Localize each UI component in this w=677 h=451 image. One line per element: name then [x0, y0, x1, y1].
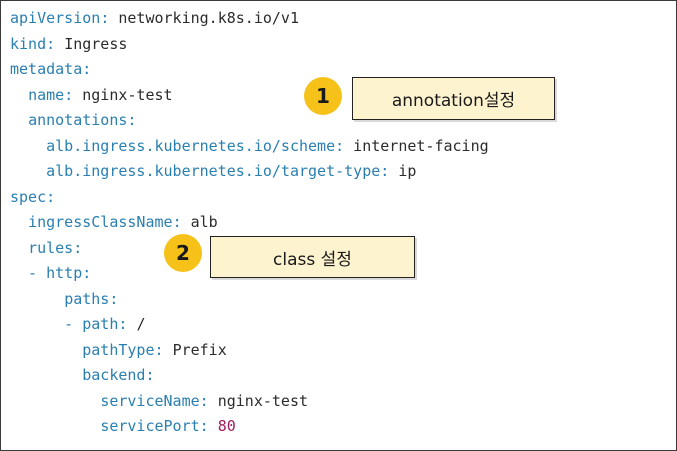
line-indent [10, 111, 28, 129]
yaml-key: ingressClassName [28, 213, 173, 231]
yaml-key: apiVersion [10, 9, 101, 27]
yaml-value: ip [398, 162, 417, 180]
yaml-key: alb.ingress.kubernetes.io/scheme [46, 136, 336, 155]
line-indent [10, 213, 28, 231]
yaml-value: Ingress [64, 34, 128, 53]
yaml-value: 80 [217, 417, 236, 435]
yaml-colon: : [145, 366, 155, 384]
code-line: pathType: Prefix [10, 338, 489, 364]
yaml-value: nginx-test [82, 85, 173, 104]
yaml-key: serviceName [100, 391, 200, 410]
line-indent [10, 341, 82, 359]
badge-number: 2 [176, 241, 190, 265]
yaml-colon: : [46, 34, 56, 53]
yaml-colon: : [154, 340, 164, 359]
line-indent [10, 366, 82, 384]
yaml-colon: : [335, 136, 345, 155]
yaml-key: name [28, 85, 65, 104]
code-line: alb.ingress.kubernetes.io/target-type: i… [10, 159, 489, 185]
code-line: spec: [10, 185, 489, 211]
code-line: kind: Ingress [10, 32, 489, 58]
yaml-colon: : [64, 85, 74, 104]
yaml-colon: : [127, 111, 137, 129]
yaml-key: kind [10, 34, 47, 53]
badge-number: 1 [316, 84, 330, 108]
yaml-value: alb [190, 213, 218, 231]
yaml-key: pathType [82, 340, 155, 359]
yaml-value: nginx-test [217, 391, 309, 410]
annotation-callout: annotation설정 [352, 77, 555, 137]
line-indent [10, 290, 64, 308]
yaml-colon: : [82, 60, 92, 78]
code-line: metadata: [10, 57, 489, 83]
callout-text: annotation설정 [391, 91, 516, 111]
callout-number-badge-1: 1 [304, 77, 342, 115]
line-indent [10, 417, 100, 435]
yaml-key: rules [28, 238, 74, 257]
code-line: serviceName: nginx-test [10, 389, 489, 415]
code-line: backend: [10, 363, 489, 389]
code-line: rules: [10, 236, 489, 262]
code-line: apiVersion: networking.k8s.io/v1 [10, 6, 489, 32]
yaml-key: servicePort [100, 417, 200, 435]
code-line: name: nginx-test [10, 83, 489, 109]
yaml-key: spec [10, 187, 47, 206]
yaml-key: path [82, 315, 119, 333]
line-indent: - [10, 315, 83, 333]
yaml-key: paths [64, 289, 110, 308]
line-indent [10, 137, 46, 155]
yaml-value: internet-facing [353, 136, 489, 155]
line-indent [10, 86, 28, 104]
yaml-colon: : [100, 9, 110, 27]
yaml-colon: : [172, 213, 182, 231]
yaml-value: networking.k8s.io/v1 [118, 9, 299, 27]
yaml-key: annotations [28, 111, 128, 129]
yaml-value: Prefix [172, 340, 227, 359]
code-line: annotations: [10, 108, 489, 134]
line-indent [10, 392, 100, 410]
callout-number-badge-2: 2 [164, 234, 202, 272]
yaml-key: alb.ingress.kubernetes.io/target-type [46, 162, 381, 180]
code-line: alb.ingress.kubernetes.io/scheme: intern… [10, 134, 489, 160]
yaml-colon: : [380, 162, 390, 180]
code-line: - path: / [10, 312, 489, 338]
yaml-colon: : [118, 315, 128, 333]
code-line: ingressClassName: alb [10, 210, 489, 236]
yaml-key: http [46, 264, 83, 282]
class-callout: class 설정 [210, 218, 415, 278]
yaml-colon: : [73, 238, 83, 257]
yaml-key: metadata [10, 60, 83, 78]
yaml-colon: : [199, 391, 209, 410]
yaml-value: / [136, 315, 146, 333]
line-indent [10, 239, 28, 257]
code-line: servicePort: 80 [10, 414, 489, 440]
code-line: paths: [10, 287, 489, 313]
line-indent [10, 162, 46, 180]
yaml-colon: : [46, 187, 56, 206]
yaml-colon: : [199, 417, 209, 435]
yaml-key: backend [82, 366, 146, 384]
callout-text: class 설정 [273, 249, 352, 270]
yaml-colon: : [82, 264, 92, 282]
line-indent: - [10, 264, 47, 282]
code-line: - http: [10, 261, 489, 287]
yaml-colon: : [109, 289, 119, 308]
